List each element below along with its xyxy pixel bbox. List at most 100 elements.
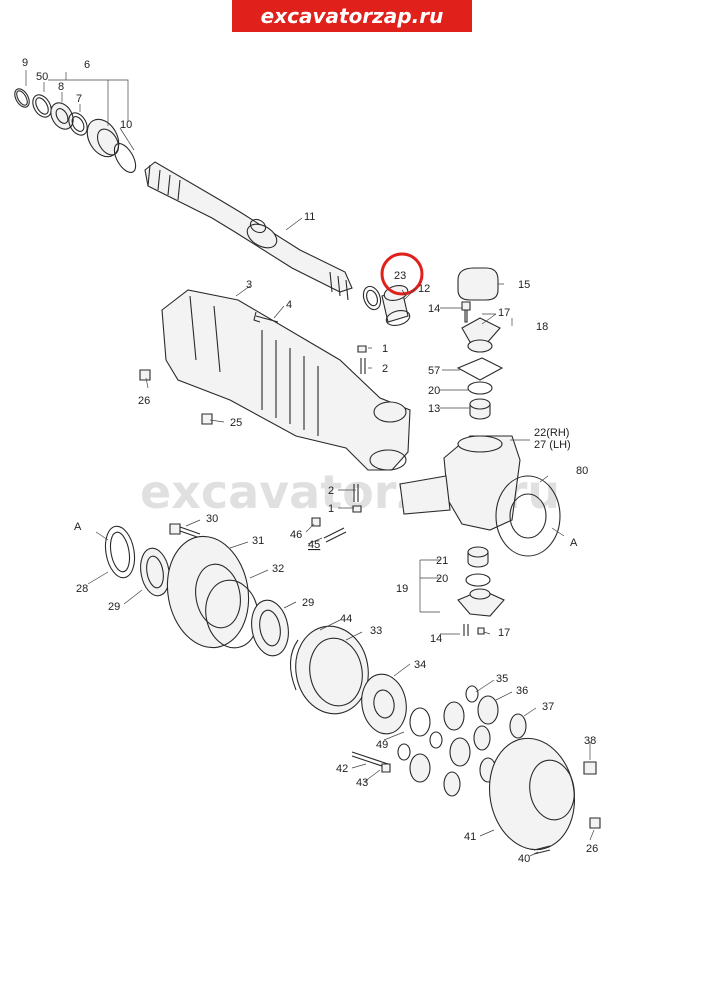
o-ring-20-top[interactable] — [467, 381, 493, 395]
sun-gear-34[interactable] — [357, 671, 411, 738]
label-45: 45 — [308, 539, 320, 551]
label-2-bottom: 2 — [328, 485, 334, 497]
plug-26-right[interactable] — [589, 817, 601, 829]
label-33: 33 — [370, 625, 382, 637]
bolt-40[interactable] — [533, 845, 551, 855]
label-44: 44 — [340, 613, 352, 625]
plate-49[interactable] — [409, 707, 431, 737]
label-8: 8 — [58, 81, 64, 93]
label-27: 27 (LH) — [534, 439, 571, 451]
bolt-14-top[interactable] — [461, 301, 471, 323]
label-25: 25 — [230, 417, 242, 429]
label-32: 32 — [272, 563, 284, 575]
label-18: 18 — [536, 321, 548, 333]
shim-57[interactable] — [456, 357, 504, 381]
wheel-hub-80[interactable] — [495, 475, 561, 557]
nut-43[interactable] — [381, 763, 391, 773]
highlight-circle — [380, 252, 424, 296]
label-17-bottom: 17 — [498, 627, 510, 639]
plug-26-left[interactable] — [139, 369, 151, 381]
label-10: 10 — [120, 119, 132, 131]
o-ring-20-bottom[interactable] — [465, 573, 491, 587]
label-1-top: 1 — [382, 343, 388, 355]
plug-38[interactable] — [583, 761, 597, 775]
snap-ring-44[interactable] — [289, 639, 299, 691]
label-36: 36 — [516, 685, 528, 697]
ring-7[interactable] — [65, 110, 91, 139]
label-2-top: 2 — [382, 363, 388, 375]
label-43: 43 — [356, 777, 368, 789]
label-14-top: 14 — [428, 303, 440, 315]
label-6: 6 — [84, 59, 90, 71]
label-9: 9 — [22, 57, 28, 69]
label-15: 15 — [518, 279, 530, 291]
label-A-right: A — [570, 537, 578, 549]
label-7: 7 — [76, 93, 82, 105]
kingpin-19[interactable] — [457, 588, 505, 617]
ring-gear-33[interactable] — [289, 620, 375, 719]
label-3: 3 — [246, 279, 252, 291]
label-23: 23 — [394, 270, 406, 282]
bushing-13[interactable] — [469, 398, 491, 420]
label-14-bottom: 14 — [430, 633, 442, 645]
label-37: 37 — [542, 701, 554, 713]
bolt-14-bottom[interactable] — [463, 624, 469, 636]
site-banner[interactable]: excavatorzap.ru — [232, 0, 472, 32]
label-31: 31 — [252, 535, 264, 547]
label-12: 12 — [418, 283, 430, 295]
kingpin-18[interactable] — [461, 317, 501, 353]
label-13: 13 — [428, 403, 440, 415]
grease-17-bottom[interactable] — [477, 627, 485, 635]
plug-25[interactable] — [201, 413, 213, 425]
label-42: 42 — [336, 763, 348, 775]
label-1-bottom: 1 — [328, 503, 334, 515]
label-20-bottom: 20 — [436, 573, 448, 585]
nut-1-top[interactable] — [357, 345, 367, 353]
label-34: 34 — [414, 659, 426, 671]
label-4: 4 — [286, 299, 292, 311]
label-21: 21 — [436, 555, 448, 567]
bushing-23[interactable] — [381, 283, 411, 328]
label-40: 40 — [518, 853, 530, 865]
label-26-right: 26 — [586, 843, 598, 855]
nut-1-bottom[interactable] — [352, 505, 362, 513]
bearing-8[interactable] — [46, 99, 77, 133]
label-49: 49 — [376, 739, 388, 751]
ring-50[interactable] — [29, 92, 55, 121]
bushing-21[interactable] — [467, 546, 489, 568]
label-46: 46 — [290, 529, 302, 541]
label-35: 35 — [496, 673, 508, 685]
label-29-right: 29 — [302, 597, 314, 609]
seal-ring-12[interactable] — [360, 284, 383, 312]
hub-31[interactable] — [159, 530, 257, 654]
planet-gears[interactable] — [397, 685, 527, 797]
label-20-top: 20 — [428, 385, 440, 397]
label-41: 41 — [464, 831, 476, 843]
steering-knuckle-22[interactable] — [399, 435, 521, 531]
bearing-29-right[interactable] — [247, 597, 292, 658]
label-11: 11 — [304, 211, 315, 223]
cap-15[interactable] — [457, 267, 499, 301]
seal-28[interactable] — [102, 524, 139, 580]
axle-housing-3[interactable] — [161, 289, 411, 471]
label-19: 19 — [396, 583, 408, 595]
label-26-left: 26 — [138, 395, 150, 407]
seal-ring-9[interactable] — [12, 86, 32, 109]
planet-carrier-41[interactable] — [481, 732, 583, 857]
label-30: 30 — [206, 513, 218, 525]
bolt-4[interactable] — [253, 311, 279, 323]
label-57: 57 — [428, 365, 440, 377]
drive-shaft-11[interactable] — [144, 161, 353, 301]
label-22: 22(RH) — [534, 427, 569, 439]
stud-2-bottom[interactable] — [353, 484, 359, 502]
label-29-left: 29 — [108, 601, 120, 613]
label-28: 28 — [76, 583, 88, 595]
o-ring-10[interactable] — [110, 140, 140, 176]
stud-2-top[interactable] — [360, 358, 366, 374]
label-A-left: A — [74, 521, 82, 533]
label-17-top: 17 — [498, 307, 510, 319]
bearing-cup-6[interactable] — [81, 114, 125, 163]
bolt-30[interactable] — [169, 523, 201, 539]
stud-45[interactable] — [323, 527, 347, 543]
